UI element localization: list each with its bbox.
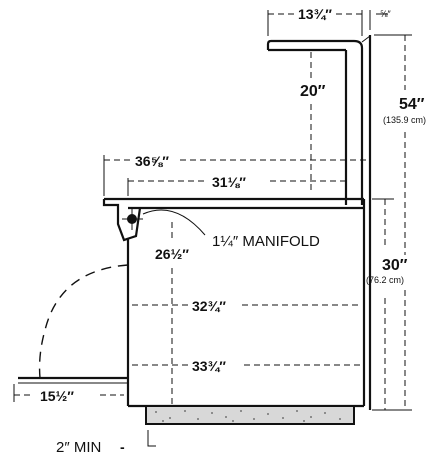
dim-30-metric: (76.2 cm) xyxy=(366,275,404,285)
dimension-lines xyxy=(13,10,412,447)
dim-33-label: 33¾″ xyxy=(192,358,226,374)
dim-54-metric: (135.9 cm) xyxy=(383,115,426,125)
dim-20-label: 20″ xyxy=(300,83,326,100)
dim-54-label: 54″ xyxy=(399,96,425,113)
min-clearance-label: 2″ MIN xyxy=(56,439,101,456)
dim-36-label: 36⅝″ xyxy=(135,153,169,169)
dim-32-label: 32¾″ xyxy=(192,298,226,314)
dim-2min-bracket xyxy=(147,430,156,447)
dim-31-label: 31⅛″ xyxy=(212,174,246,190)
front-lip xyxy=(102,199,142,242)
equipment-outline xyxy=(18,35,372,425)
overhead-shelf xyxy=(266,39,364,205)
dim-58-label: ⅝″ xyxy=(380,9,392,19)
dim-26-label: 26½″ xyxy=(155,246,189,262)
manifold-label: 1¼″ MANIFOLD xyxy=(212,233,320,250)
door-swing-arc xyxy=(38,264,129,379)
base-pad-stipple xyxy=(155,410,341,422)
min-clearance-arrow: - xyxy=(120,439,125,455)
manifold-leader xyxy=(142,209,206,236)
wall-cap xyxy=(361,35,371,43)
dimension-labels: 13¾″ ⅝″ 20″ 54″ (135.9 cm) 36⅝″ 31⅛″ 26½… xyxy=(40,6,426,456)
dim-30-label: 30″ xyxy=(382,257,408,274)
dim-15-label: 15½″ xyxy=(40,388,74,404)
dim-13-label: 13¾″ xyxy=(298,6,332,22)
base-pad xyxy=(145,405,355,425)
